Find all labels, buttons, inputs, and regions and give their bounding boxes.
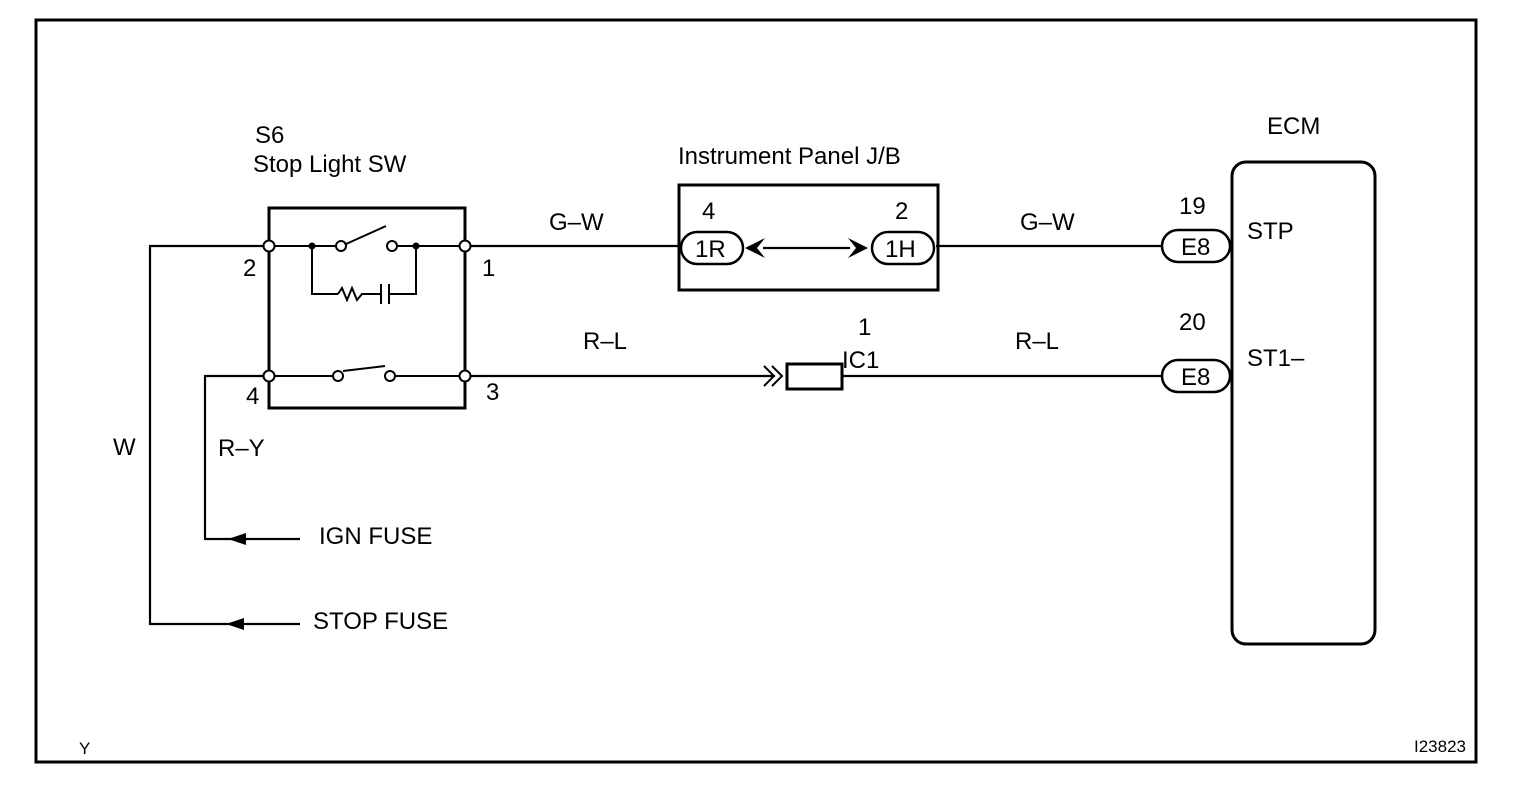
wire-label-gw-right: G–W xyxy=(1020,209,1075,236)
junction-block-name: Instrument Panel J/B xyxy=(678,143,901,170)
switch-box xyxy=(267,206,467,410)
switch-code: S6 xyxy=(255,122,284,149)
switch-pin-2: 2 xyxy=(243,255,256,282)
ecm-label-stp: STP xyxy=(1247,218,1294,245)
jb-pin-left: 4 xyxy=(702,198,715,225)
ecm-pin-20: 20 xyxy=(1179,309,1206,336)
wire-w xyxy=(148,244,300,626)
ic1-pin: 1 xyxy=(858,314,871,341)
ecm-label-st1: ST1– xyxy=(1247,345,1305,372)
ic1-label: IC1 xyxy=(842,347,879,374)
switch-terminal-2 xyxy=(262,239,276,253)
switch-terminal-3 xyxy=(458,369,472,383)
diagram-frame xyxy=(34,18,1478,764)
ic1-connector-body xyxy=(785,362,844,391)
ign-fuse-label: IGN FUSE xyxy=(319,523,432,550)
ecm-box xyxy=(1230,160,1377,646)
stop-fuse-arrow-icon xyxy=(226,618,244,630)
switch-terminal-4 xyxy=(262,369,276,383)
ecm-connector-e8-stp xyxy=(1160,228,1232,264)
wire-label-gw-left: G–W xyxy=(549,209,604,236)
ic1-connector-arrow-icon xyxy=(763,365,776,387)
ecm-connector-e8-stp-label: E8 xyxy=(1181,234,1210,261)
ecm-pin-19: 19 xyxy=(1179,193,1206,220)
ign-fuse-arrow-icon xyxy=(228,533,246,545)
junction-block-box xyxy=(677,183,940,292)
wire-ry xyxy=(203,374,300,541)
ecm-connector-e8-st1-label: E8 xyxy=(1181,364,1210,391)
jb-connector-1h xyxy=(870,230,936,266)
footer-corner-label: Y xyxy=(79,739,90,758)
switch-name: Stop Light SW xyxy=(253,151,407,178)
jb-male-arrow-icon xyxy=(848,238,868,258)
wire-label-rl-left: R–L xyxy=(583,328,627,355)
wire-label-rl-right: R–L xyxy=(1015,328,1059,355)
ecm-name: ECM xyxy=(1267,113,1320,140)
switch-terminal-1 xyxy=(458,239,472,253)
stop-fuse-label: STOP FUSE xyxy=(313,608,448,635)
jb-connector-1h-label: 1H xyxy=(885,236,916,263)
resistor-icon xyxy=(337,285,381,303)
switch-pin-4: 4 xyxy=(246,383,259,410)
jb-connector-1r xyxy=(679,230,745,266)
figure-id: I23823 xyxy=(1414,737,1466,756)
jb-female-arrow-icon xyxy=(745,238,765,258)
lower-switch-blade xyxy=(342,365,386,372)
switch-pin-3: 3 xyxy=(486,379,499,406)
jb-connector-1r-label: 1R xyxy=(695,236,726,263)
jb-pin-right: 2 xyxy=(895,198,908,225)
switch-pin-1: 1 xyxy=(482,255,495,282)
wire-label-w: W xyxy=(113,434,136,461)
ecm-connector-e8-st1 xyxy=(1160,358,1232,394)
upper-switch-blade xyxy=(345,225,387,245)
wire-label-ry: R–Y xyxy=(218,435,265,462)
